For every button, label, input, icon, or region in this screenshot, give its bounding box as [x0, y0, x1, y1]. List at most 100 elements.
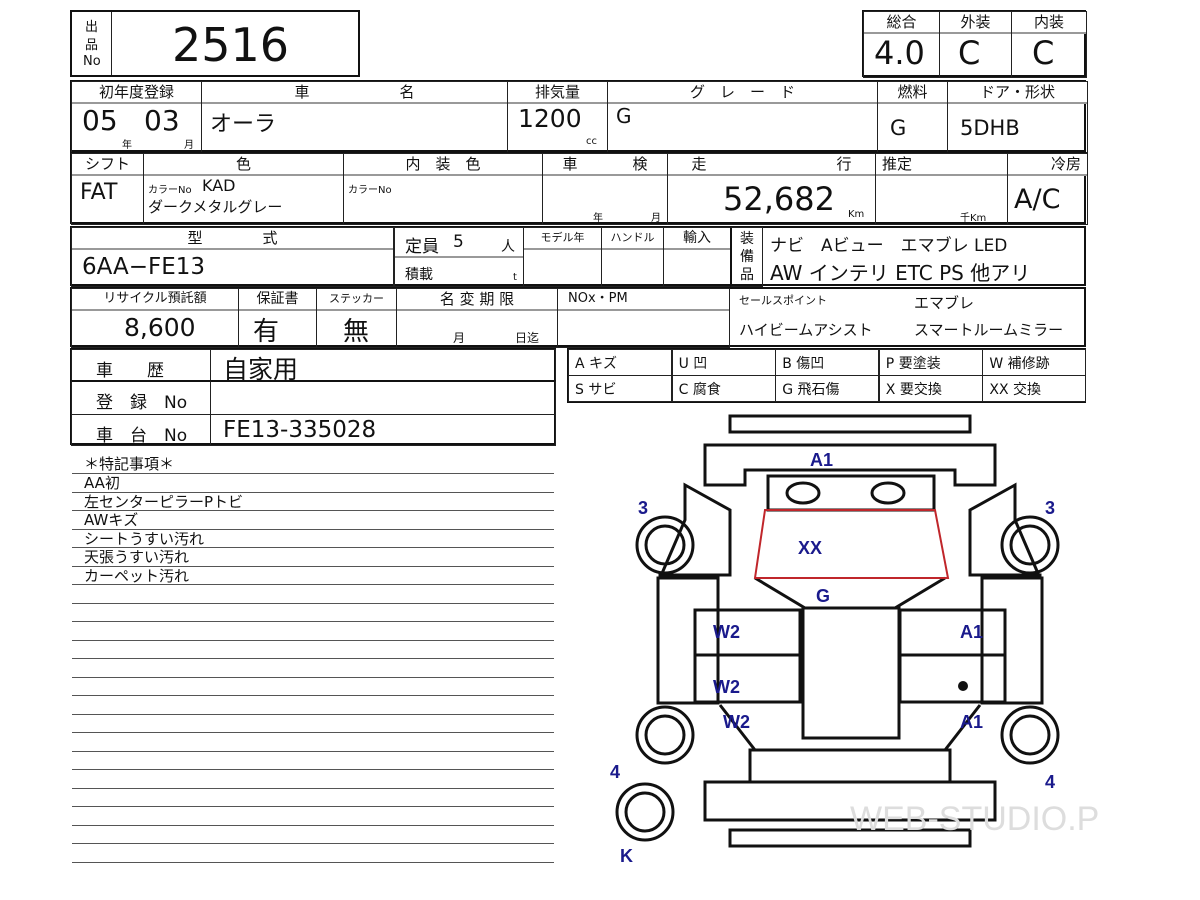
right-side-icon	[980, 576, 1044, 705]
month-unit: 月	[184, 140, 194, 151]
left-side-icon	[656, 576, 720, 705]
thousand-km-unit: 千Km	[960, 213, 987, 224]
front-bumper-icon	[728, 414, 972, 434]
ruled-line	[72, 584, 554, 585]
legend-item: X 要交換	[878, 375, 983, 402]
ruled-line	[72, 713, 554, 715]
damage-mark: XX	[798, 538, 822, 558]
color-label: 色	[144, 154, 343, 176]
damage-mark: 4	[1045, 772, 1055, 792]
damage-mark: K	[620, 846, 633, 866]
ruled-line	[72, 861, 554, 863]
equipment-label: 装	[740, 231, 754, 247]
chassis-no-label: 車 台 No	[96, 426, 188, 446]
exterior-grade: C	[958, 34, 981, 72]
ruled-line	[72, 769, 554, 770]
sales-point: ハイビームアシスト	[739, 321, 873, 339]
left-fender-icon	[658, 482, 732, 579]
load-unit: t	[513, 272, 517, 283]
warranty: 有	[253, 317, 280, 347]
tire-icon	[635, 705, 695, 765]
hood-icon	[766, 474, 936, 512]
lot-label: 出	[85, 20, 99, 35]
ruled-line	[72, 658, 554, 659]
history-label: 車 歴	[96, 361, 164, 381]
damage-mark: W2	[723, 712, 750, 732]
note-item: シートうすい汚れ	[84, 529, 205, 548]
ruled-line	[72, 621, 554, 622]
legend-item: XX 交換	[982, 375, 1087, 402]
equipment-label: 品	[740, 267, 754, 283]
mileage: 52,682	[723, 180, 835, 218]
recycle-fee: 8,600	[124, 313, 196, 342]
car-name: オーラ	[210, 112, 277, 137]
damage-mark: G	[816, 586, 830, 606]
label: 車	[294, 83, 310, 101]
capacity-unit: 人	[501, 239, 515, 255]
shift: FAT	[80, 180, 118, 205]
note-item: カーペット汚れ	[84, 566, 190, 585]
fuel: G	[890, 116, 907, 140]
ac-label: 冷房	[1008, 154, 1087, 176]
grade-label: グ レ ー ド	[608, 82, 877, 104]
ruled-line	[72, 806, 554, 807]
history: 自家用	[223, 355, 299, 381]
month-unit: 月	[651, 213, 661, 224]
ruled-line	[72, 528, 554, 530]
label: 名	[399, 83, 415, 101]
front-end-icon	[703, 443, 997, 487]
ruled-line	[72, 787, 554, 789]
handle-label: ハンドル	[602, 228, 663, 250]
note-item: 天張うすい汚れ	[84, 548, 190, 566]
note-item: 左センターピラーPトビ	[84, 492, 244, 511]
interior-label: 内装	[1012, 12, 1086, 34]
ruled-line	[72, 547, 554, 548]
equipment-line: AW インテリ ETC PS 他アリ	[770, 261, 1031, 285]
history-box: 車 歴 自家用 登 録 No 車 台 No FE13-335028	[70, 348, 556, 446]
legend-item: U 凹	[671, 349, 776, 376]
estimated-label: 推定	[876, 154, 1007, 176]
ruled-line	[72, 843, 554, 844]
door-shape: 5DHB	[960, 116, 1020, 140]
label: 検	[632, 155, 648, 173]
reg-year: 05	[82, 104, 118, 137]
capacity: 5	[453, 232, 464, 252]
legend-item: S サビ	[568, 375, 672, 402]
sales-point-label: セールスポイント	[739, 294, 827, 307]
right-doors-icon	[898, 608, 1007, 704]
ruled-line	[72, 602, 554, 604]
load-label: 積載	[405, 267, 433, 283]
left-doors-icon	[693, 608, 802, 704]
ruled-line	[72, 491, 554, 493]
watermark: WEB-STUDIO.PRO	[850, 800, 1100, 838]
ruled-line	[72, 750, 554, 752]
grade: G	[616, 104, 632, 128]
legend-item: G 飛石傷	[775, 375, 880, 402]
ruled-line	[72, 695, 554, 696]
km-unit: Km	[848, 209, 865, 220]
exterior-label: 外装	[940, 12, 1011, 34]
model-code: 6AA−FE13	[82, 254, 206, 280]
car-diagram: A1 3 3 XX G W2 W2 W2 A1 A1 4 4 K WEB-STU…	[610, 414, 1100, 866]
interior-grade: C	[1032, 34, 1055, 72]
windshield-icon	[753, 509, 950, 579]
displacement-label: 排気量	[508, 82, 607, 104]
first-reg-label: 初年度登録	[72, 82, 201, 104]
overall-grade: 4.0	[874, 34, 925, 72]
label: 走	[691, 155, 707, 173]
ruled-line	[72, 565, 554, 567]
ruled-line	[72, 473, 554, 474]
equipment-label: 備	[740, 249, 754, 265]
sticker-label: ステッカー	[317, 289, 396, 311]
month-unit: 月	[453, 331, 466, 345]
displacement: 1200	[518, 104, 582, 133]
rear-bumper-icon	[728, 828, 972, 848]
damage-mark: 4	[610, 762, 620, 782]
sales-point: スマートルームミラー	[914, 321, 1064, 339]
ruled-line	[72, 732, 554, 733]
notes-title: ＊特記事項＊	[84, 455, 175, 473]
